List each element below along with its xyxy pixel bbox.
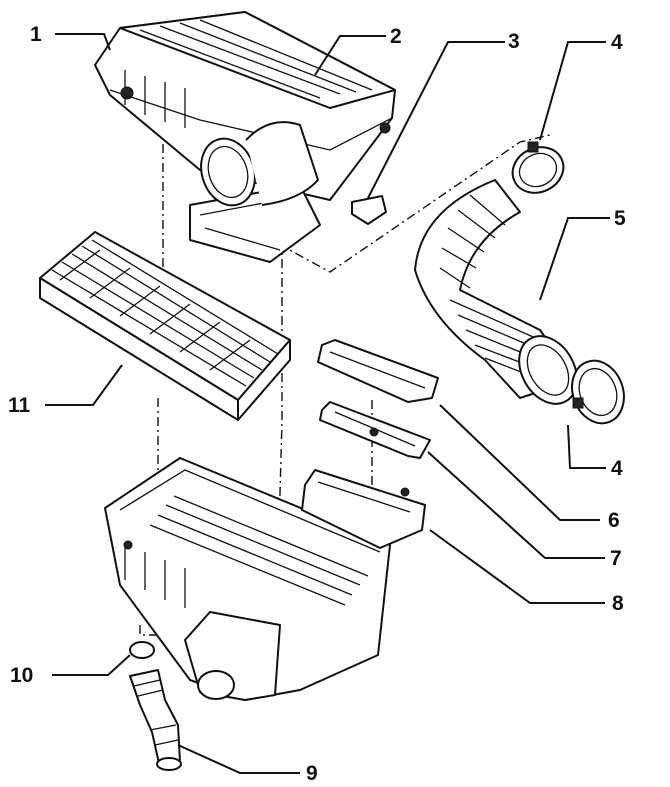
callout-11: 11 [8,394,31,417]
hose-clamp-lower [571,359,625,425]
drain-valve [129,669,182,771]
o-ring [129,641,155,659]
filter-element [39,231,291,421]
callout-4-upper: 4 [611,31,623,54]
callout-7: 7 [610,547,622,570]
callout-5: 5 [614,207,626,230]
callout-3: 3 [508,30,520,53]
leader-lines [45,33,610,774]
callout-6: 6 [608,509,620,532]
hose-clamp-upper [511,141,565,194]
lower-housing [104,457,426,701]
callout-2: 2 [390,25,402,48]
callout-1: 1 [30,23,42,46]
callout-4-lower: 4 [611,457,623,480]
resonator-cover [317,339,439,403]
gasket-frame [319,401,431,459]
callout-10: 10 [10,664,34,687]
callout-9: 9 [306,762,318,785]
clip-part [351,195,387,225]
callout-8: 8 [612,592,624,615]
intake-hose [414,179,578,405]
upper-housing [94,11,396,263]
